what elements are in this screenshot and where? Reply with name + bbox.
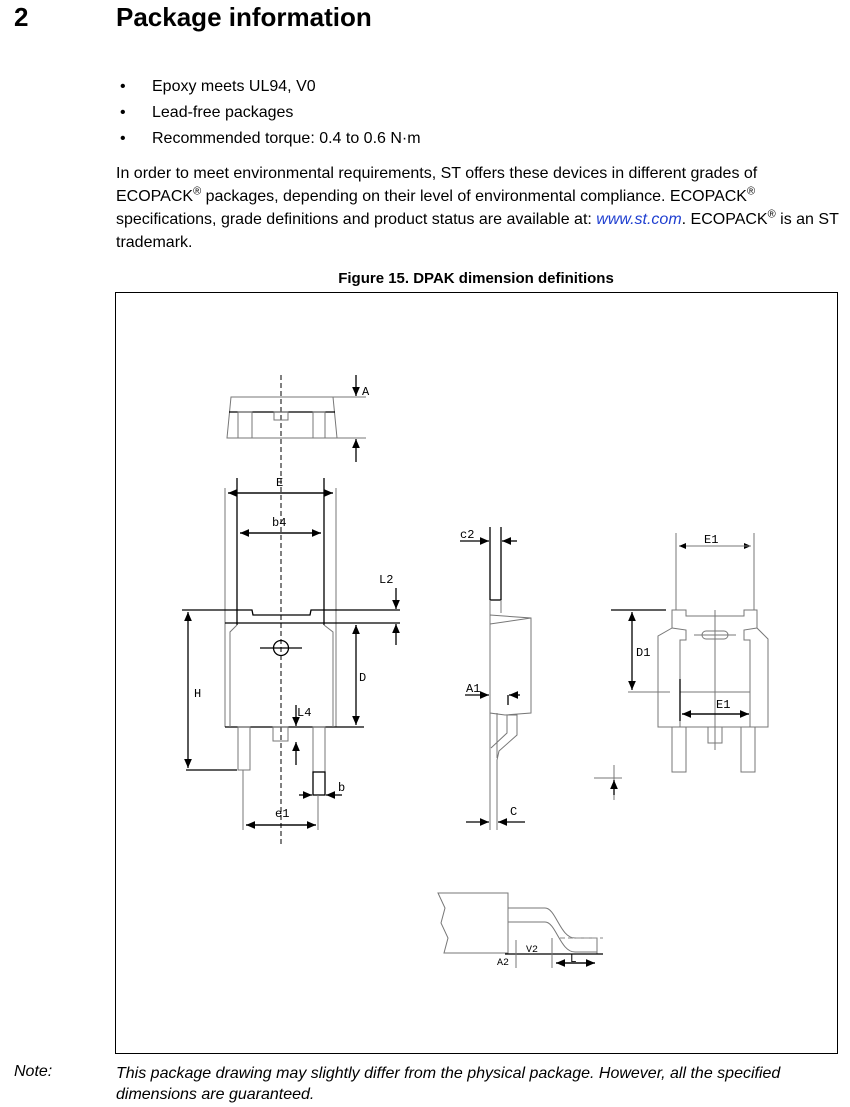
bullet-icon: • [120,78,126,95]
bullet-item: Lead-free packages [152,104,294,121]
st-website-link[interactable]: www.st.com [596,211,682,228]
note-label: Note: [14,1063,53,1080]
dim-label: c2 [460,528,474,542]
dim-label: L [570,954,577,966]
text: In order to meet environmental requireme… [116,165,758,205]
lead-detail-view: A2 V2 L [437,892,603,969]
dim-label: D [359,671,366,685]
dim-label: V2 [526,945,538,956]
ecopack-paragraph: In order to meet environmental requireme… [116,162,846,254]
note-text: This package drawing may slightly differ… [116,1065,781,1103]
dim-label: L2 [379,573,393,587]
dim-label: D1 [636,646,650,660]
dim-label: A [362,385,370,399]
dim-label: b [338,781,345,795]
bullet-icon: • [120,104,126,121]
dim-label: A2 [497,958,509,969]
text: packages, depending on their level of en… [201,188,747,205]
registered-mark: ® [767,208,776,221]
dim-label: L4 [297,706,311,720]
registered-mark: ® [746,185,756,198]
figure-frame [115,292,838,1054]
dim-label: e1 [275,807,289,821]
top-view: A [226,375,370,462]
dim-label: b4 [272,516,286,530]
dim-label: A1 [466,682,480,696]
dim-label: H [194,687,201,701]
section-number: 2 [14,2,29,32]
section-title: Package information [116,2,372,32]
back-view: E1 D1 E1 [594,533,769,800]
text: specifications, grade definitions and pr… [116,211,597,228]
front-view: E b4 D H L2 [182,476,400,830]
dim-label: E1 [716,698,730,712]
dim-label: C [510,805,517,819]
dim-label: E [276,476,283,490]
registered-mark: ® [193,185,202,198]
text: is an ST trademark. [116,211,839,251]
text: . ECOPACK [681,211,768,228]
figure-caption: Figure 15. DPAK dimension definitions [338,270,614,287]
bullet-item: Recommended torque: 0.4 to 0.6 N·m [152,130,421,147]
bullet-icon: • [120,130,126,147]
bullet-item: Epoxy meets UL94, V0 [152,78,316,95]
dim-label: E1 [704,533,718,547]
side-view: c2 A1 C [460,527,532,830]
